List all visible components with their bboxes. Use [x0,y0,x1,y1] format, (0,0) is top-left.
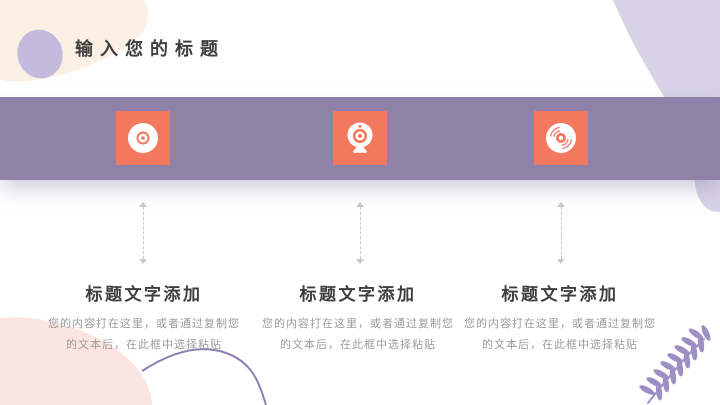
dashed-line [560,207,562,259]
arrow-up-icon [356,202,364,207]
arrow-down-icon [356,259,364,264]
vinyl-record-icon [543,120,579,156]
column-heading: 标题文字添加 [501,285,619,304]
dashed-line [142,207,144,259]
icon-tile-2 [333,111,387,165]
icon-tile-3 [534,111,588,165]
arrow-down-icon [139,259,147,264]
column-heading: 标题文字添加 [85,285,203,304]
column-heading: 标题文字添加 [299,285,417,304]
arrow-up-icon [557,202,565,207]
slide-title: 输入您的标题 [75,39,225,59]
icon-tile-1 [116,111,170,165]
text-column-1: 标题文字添加 您的内容打在这里，或者通过复制您 的文本后，在此框中选择粘贴 [28,280,260,356]
text-column-2: 标题文字添加 您的内容打在这里，或者通过复制您 的文本后，在此框中选择粘贴 [242,280,474,356]
dashed-line [359,207,361,259]
column-body-line: 的文本后，在此框中选择粘贴 [280,339,436,351]
lavender-egg-blob [17,29,63,79]
curve-line [141,348,267,405]
double-arrow-connector-3 [556,202,566,264]
arrow-down-icon [557,259,565,264]
text-column-3: 标题文字添加 您的内容打在这里，或者通过复制您 的文本后，在此框中选择粘贴 [444,280,676,356]
column-body-line: 您的内容打在这里，或者通过复制您 [464,318,656,330]
webcam-icon [342,120,378,156]
double-arrow-connector-1 [138,202,148,264]
column-body-line: 您的内容打在这里，或者通过复制您 [262,318,454,330]
column-body-line: 的文本后，在此框中选择粘贴 [482,339,638,351]
arrow-up-icon [139,202,147,207]
column-body-line: 的文本后，在此框中选择粘贴 [66,339,222,351]
column-body-line: 您的内容打在这里，或者通过复制您 [48,318,240,330]
cd-icon [125,120,161,156]
double-arrow-connector-2 [355,202,365,264]
